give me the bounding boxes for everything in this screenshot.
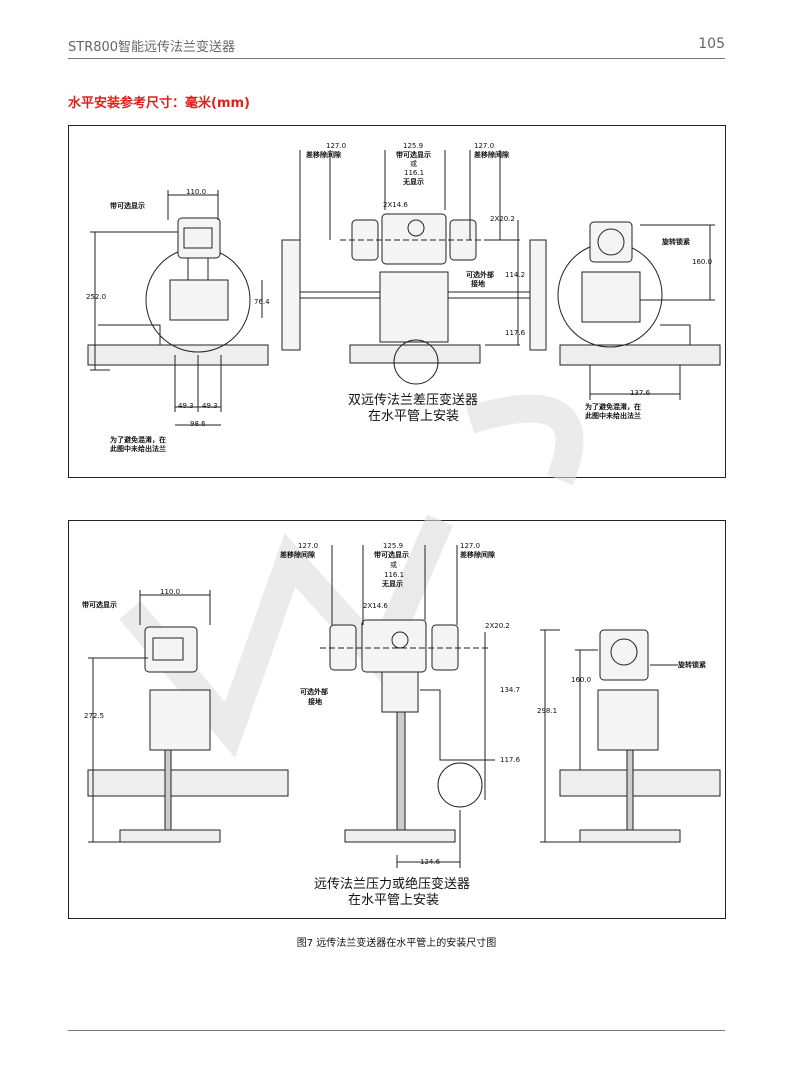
fig1-dim-160: 160.0	[692, 258, 713, 266]
fig2-width-left: 110.0	[160, 588, 181, 596]
fig1-with-display: 带可选显示	[396, 151, 431, 159]
fig2-bolt: 2X14.6	[363, 602, 388, 610]
fig2-dim-134: 134.7	[500, 686, 521, 694]
header-rule	[68, 58, 725, 59]
fig2-center-width: 125.9	[383, 542, 404, 550]
fig2-rotate-lock: 旋转锁紧	[678, 661, 706, 669]
section-title: 水平安装参考尺寸：毫米(mm)	[68, 96, 250, 111]
fig2-center-width-alt: 116.1	[384, 571, 405, 579]
fig1-center-width: 125.9	[403, 142, 424, 150]
fig2-offset: 2X20.2	[485, 622, 510, 630]
fig2-dim-298: 298.1	[537, 707, 558, 715]
fig1-offset: 2X20.2	[490, 215, 515, 223]
fig2-display-left: 带可选显示	[82, 601, 117, 609]
fig1-no-display: 无显示	[403, 178, 424, 186]
fig2-ground-2: 接地	[308, 698, 322, 706]
fig2-dim-117: 117.6	[500, 756, 521, 764]
fig2-gap-left-label: 差移除间隙	[280, 551, 315, 559]
fig1-dim-117: 117.6	[505, 329, 526, 337]
fig2-gap-right-label: 差移除间隙	[460, 551, 495, 559]
fig1-display-left: 带可选显示	[110, 202, 145, 210]
fig1-right-view	[557, 221, 721, 400]
fig1-gap-right: 127.0	[474, 142, 495, 150]
fig2-with-display: 带可选显示	[374, 551, 409, 559]
fig1-gap-left: 127.0	[326, 142, 347, 150]
fig1-center-view	[281, 150, 547, 385]
fig2-center-view	[320, 545, 495, 868]
fig2-no-display: 无显示	[382, 580, 403, 588]
fig2-right-view	[540, 629, 721, 843]
footer-rule	[68, 1030, 725, 1031]
fig1-left-view	[87, 190, 269, 426]
fig1-note-left-2: 此图中未给出法兰	[110, 445, 166, 453]
fig1-half-1: 49.3	[178, 402, 194, 410]
fig1-note-right-1: 为了避免混淆，在	[585, 403, 641, 411]
fig2-dim-160: 160.0	[571, 676, 592, 684]
watermark-logo	[119, 394, 584, 758]
fig1-ground-1: 可选外部	[466, 271, 494, 279]
fig1-note-left-1: 为了避免混淆，在	[110, 436, 166, 444]
fig2-or: 或	[390, 561, 397, 569]
fig1-flange-dim: 76.4	[254, 298, 270, 306]
fig1-dim-137: 137.6	[630, 389, 651, 397]
fig2-dim-124: 124.6	[420, 858, 441, 866]
figure-2-frame	[68, 520, 726, 919]
page-number: 105	[698, 36, 725, 52]
fig1-bolt: 2X14.6	[383, 201, 408, 209]
fig1-total: 98.6	[190, 420, 206, 428]
fig2-left-view	[87, 590, 289, 843]
fig2-title-2: 在水平管上安装	[348, 893, 440, 908]
fig1-width-left: 110.0	[186, 188, 207, 196]
figure-caption: 图7 远传法兰变送器在水平管上的安装尺寸图	[296, 938, 497, 949]
fig1-rotate-lock: 旋转锁紧	[662, 238, 690, 246]
fig1-half-2: 49.3	[202, 402, 218, 410]
fig2-height-left: 272.5	[84, 712, 105, 720]
fig1-title-1: 双远传法兰差压变送器	[348, 393, 479, 408]
fig1-title-2: 在水平管上安装	[368, 409, 460, 424]
fig1-gap-left-label: 差移除间隙	[306, 151, 341, 159]
fig1-center-width-alt: 116.1	[404, 169, 425, 177]
fig2-ground-1: 可选外部	[300, 688, 328, 696]
fig2-gap-left: 127.0	[298, 542, 319, 550]
figure-1-frame	[68, 125, 726, 478]
doc-title: STR800智能远传法兰变送器	[68, 40, 236, 55]
fig1-ground-2: 接地	[471, 280, 485, 288]
fig1-note-right-2: 此图中未给出法兰	[585, 412, 641, 420]
fig2-title-1: 远传法兰压力或绝压变送器	[314, 877, 471, 892]
fig1-or: 或	[410, 160, 417, 168]
fig2-gap-right: 127.0	[460, 542, 481, 550]
fig1-gap-right-label: 差移除间隙	[474, 151, 509, 159]
fig1-height-left: 252.0	[86, 293, 107, 301]
fig1-dim-114: 114.2	[505, 271, 526, 279]
